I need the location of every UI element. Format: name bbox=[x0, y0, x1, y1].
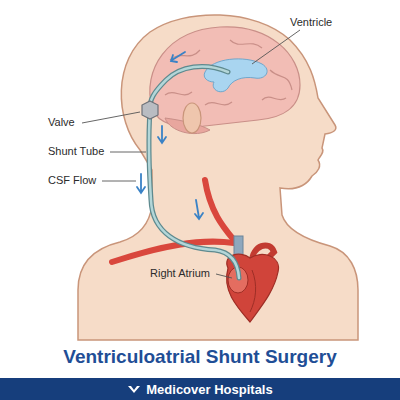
body-figure bbox=[78, 15, 358, 340]
csf-flow-arrows bbox=[137, 52, 203, 219]
diagram-title: Ventriculoatrial Shunt Surgery bbox=[0, 346, 400, 368]
jugular-vein bbox=[205, 180, 234, 240]
shunt-tube-inner bbox=[149, 66, 239, 278]
part-label: Valve bbox=[48, 116, 75, 129]
logo-mark bbox=[128, 386, 140, 393]
flow-arrow bbox=[158, 126, 166, 143]
valve bbox=[142, 101, 158, 119]
flow-arrow bbox=[195, 200, 203, 219]
flow-arrow bbox=[137, 174, 145, 193]
footer-band: Medicover Hospitals bbox=[0, 378, 400, 400]
ventricle bbox=[204, 59, 267, 92]
part-label: Right Atrium bbox=[150, 267, 210, 280]
leader-line bbox=[216, 274, 232, 278]
ear bbox=[183, 103, 201, 133]
heart-detail bbox=[250, 270, 256, 312]
leader-line bbox=[252, 30, 300, 64]
footer-text: Medicover Hospitals bbox=[146, 382, 272, 397]
leader-lines bbox=[82, 30, 300, 278]
veins bbox=[112, 180, 243, 270]
part-label: Ventricle bbox=[290, 16, 332, 29]
shunt bbox=[142, 66, 239, 278]
head-profile bbox=[78, 15, 358, 340]
heart bbox=[227, 245, 279, 322]
logo-icon bbox=[127, 384, 141, 394]
leader-line bbox=[110, 152, 146, 153]
shunt-tube-outer bbox=[149, 66, 239, 278]
flow-arrow bbox=[171, 52, 185, 62]
leader-line bbox=[102, 181, 136, 182]
leader-line bbox=[82, 112, 140, 123]
part-label: Shunt Tube bbox=[48, 145, 104, 158]
part-label: CSF Flow bbox=[48, 174, 96, 187]
